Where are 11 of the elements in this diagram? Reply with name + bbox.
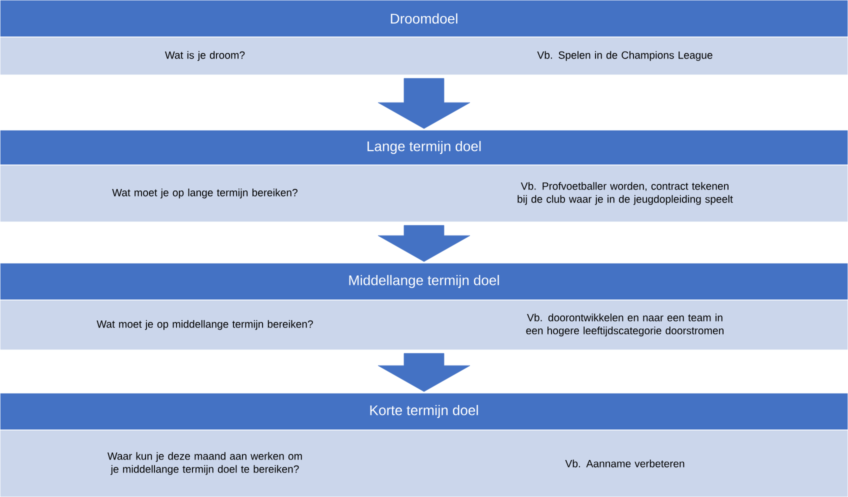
down-arrow: [378, 225, 470, 262]
down-arrow: [378, 78, 470, 129]
row-band: Wat moet je op lange termijn bereiken? Vb. Profvoetballer worden, contract tekenen bij de club waar je in de jeugdopleiding speelt: [0, 164, 848, 222]
header-band: Korte termijn doel: [0, 392, 848, 430]
row-band: Wat moet je op middellange termijn bereiken? Vb. doorontwikkelen en naar een team in een hogere leeftijdscategorie doorstromen: [0, 300, 848, 350]
down-arrow: [378, 353, 470, 392]
row-band: Wat is je droom? Vb. Spelen in de Champions League: [0, 36, 848, 76]
header-band: Middellange termijn doel: [0, 262, 848, 300]
header-band: Droomdoel: [0, 0, 848, 38]
row-band: Waar kun je deze maand aan werken om je middellange termijn doel te bereiken? Vb. Aanname verbeteren: [0, 430, 848, 497]
header-band: Lange termijn doel: [0, 130, 848, 166]
